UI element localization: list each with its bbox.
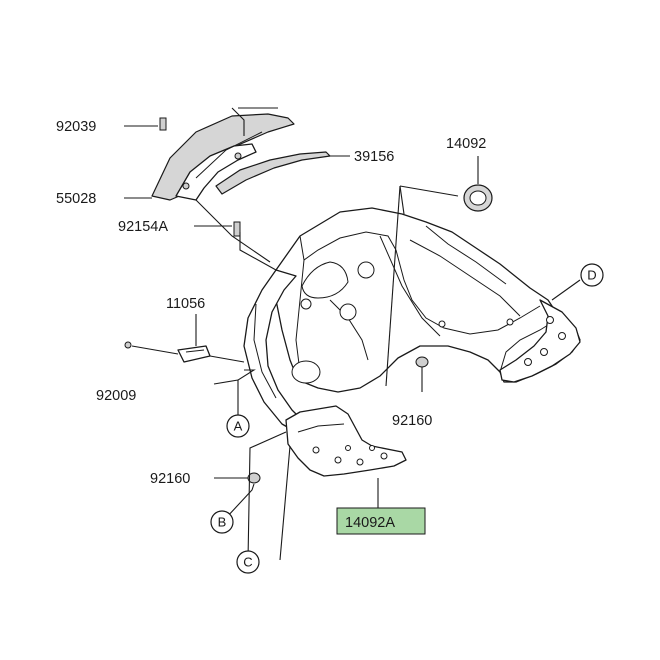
rear-fender-part — [275, 207, 581, 393]
screw-92009 — [124, 341, 132, 349]
leader-lines — [124, 107, 581, 561]
reference-circle-a — [226, 414, 250, 438]
label-92009: 92009 — [96, 388, 136, 404]
bracket-part-11056 — [177, 345, 211, 363]
reference-label-a: A — [234, 419, 243, 434]
part-number-labels: 92039 39156 14092 55028 92154A 11056 920… — [56, 119, 486, 535]
nut-92160-right — [415, 356, 429, 368]
reference-label-c: C — [243, 555, 252, 570]
label-92154A: 92154A — [118, 219, 168, 235]
label-11056: 11056 — [166, 296, 205, 312]
mud-flap-part-14092A — [285, 405, 407, 477]
label-14092: 14092 — [446, 136, 486, 152]
label-92039: 92039 — [56, 119, 96, 135]
rear-cover-part-55028 — [151, 113, 295, 201]
label-92160-left: 92160 — [150, 471, 190, 487]
label-14092A: 14092A — [345, 515, 395, 531]
reference-label-d: D — [587, 268, 596, 283]
label-92160-right: 92160 — [392, 413, 432, 429]
highlight-box-14092A — [336, 507, 426, 535]
label-55028: 55028 — [56, 191, 96, 207]
reference-circle-c — [236, 550, 260, 574]
reference-label-b: B — [218, 515, 227, 530]
bolt-92154A — [233, 221, 241, 237]
reference-circle-b — [210, 510, 234, 534]
bolt-92039 — [159, 117, 167, 131]
grommet-part-14092 — [463, 184, 493, 212]
reference-circle-d — [580, 263, 604, 287]
label-39156: 39156 — [354, 149, 394, 165]
fasteners — [124, 117, 429, 484]
reference-markers: A B C D — [210, 263, 604, 574]
